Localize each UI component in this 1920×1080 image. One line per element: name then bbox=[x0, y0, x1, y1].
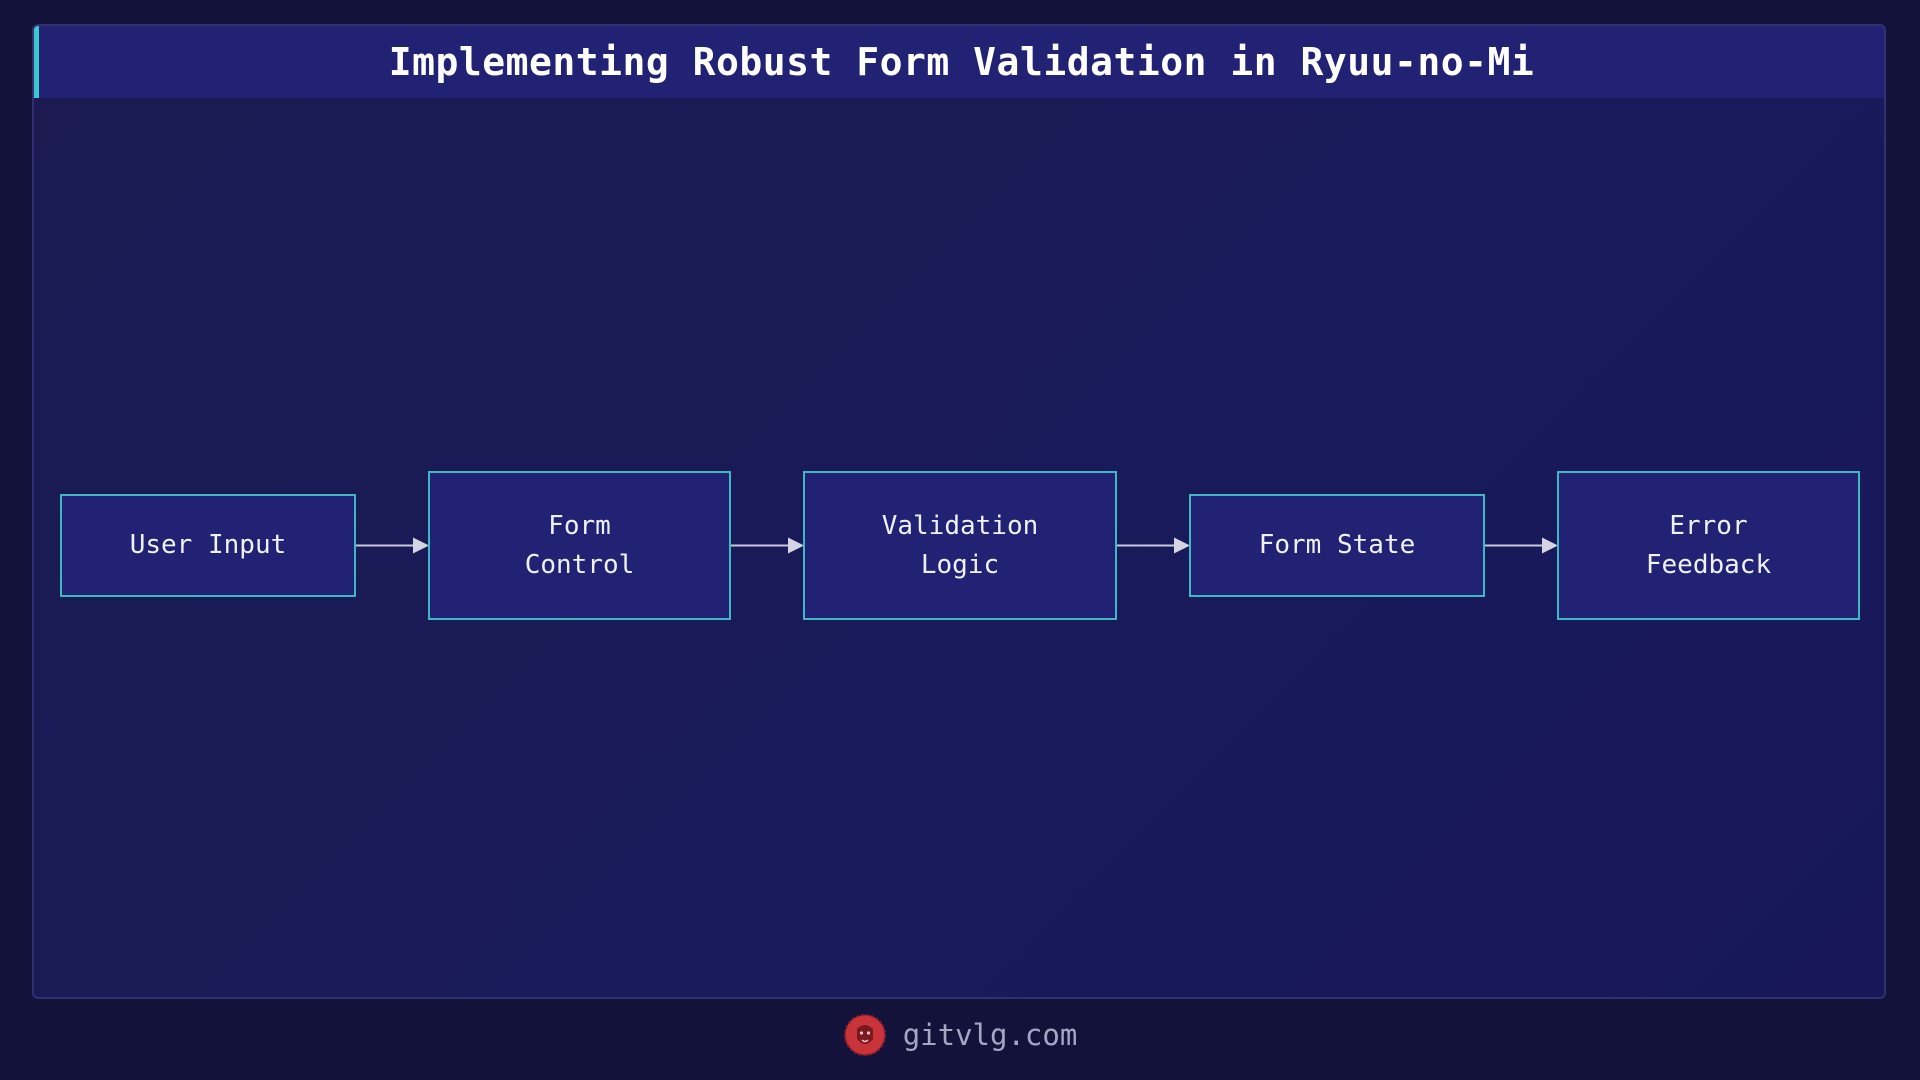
node-label: Form State bbox=[1258, 530, 1416, 560]
node-label: User Input bbox=[129, 530, 287, 560]
node-label: Form Control bbox=[524, 510, 635, 580]
node-form-state: Form State bbox=[1189, 494, 1485, 597]
page-title: Implementing Robust Form Validation in R… bbox=[388, 40, 1535, 84]
node-validation-logic: Validation Logic bbox=[803, 471, 1117, 620]
node-form-control: Form Control bbox=[428, 471, 731, 620]
lion-head-icon bbox=[843, 1014, 886, 1056]
title-bar: Implementing Robust Form Validation in R… bbox=[34, 26, 1884, 98]
footer: gitvlg.com bbox=[0, 1010, 1920, 1060]
node-error-feedback: Error Feedback bbox=[1557, 471, 1860, 620]
footer-domain: gitvlg.com bbox=[902, 1018, 1078, 1052]
node-user-input: User Input bbox=[60, 494, 356, 597]
node-label: Error Feedback bbox=[1645, 510, 1772, 580]
node-label: Validation Logic bbox=[881, 510, 1039, 580]
